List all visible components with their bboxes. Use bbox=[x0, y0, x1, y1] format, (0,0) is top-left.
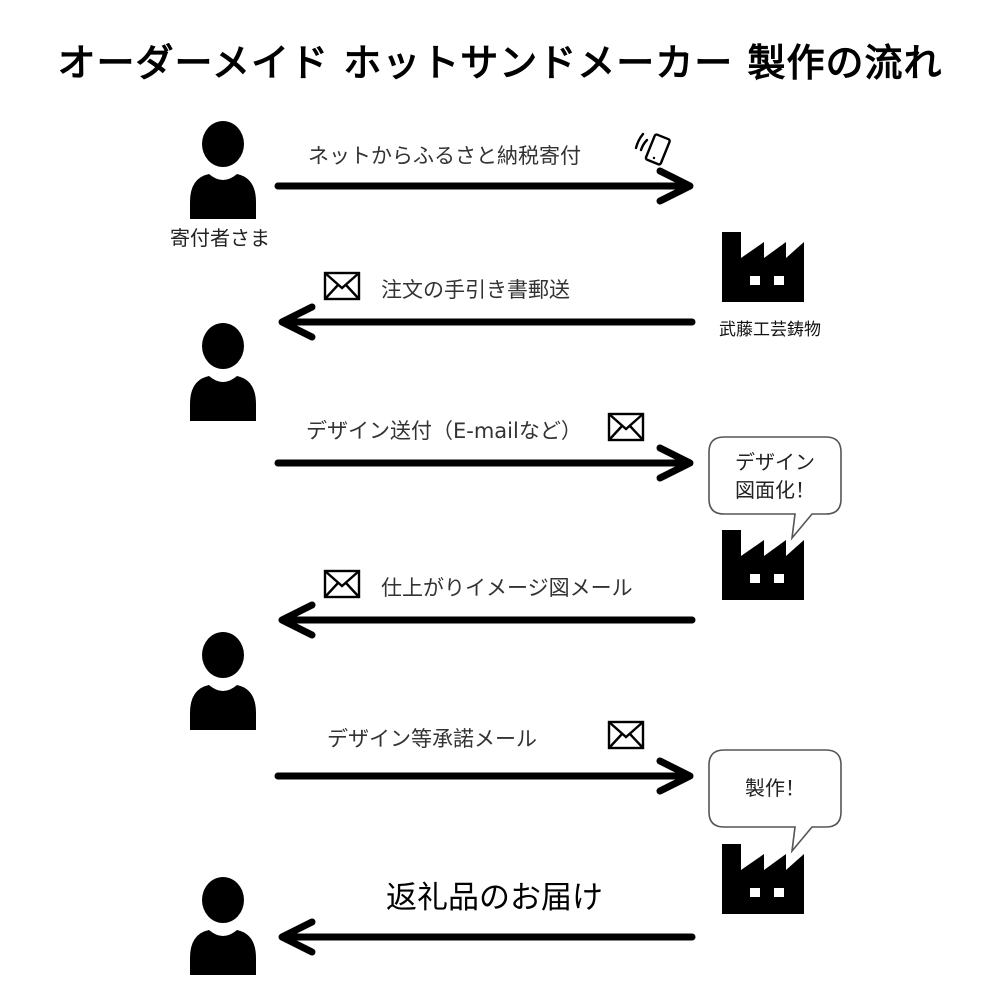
step-label-preview-mail: 仕上がりイメージ図メール bbox=[381, 576, 633, 600]
donor-person-icon bbox=[190, 121, 256, 219]
arrow-left bbox=[278, 601, 696, 639]
arrow-left bbox=[278, 303, 696, 341]
speech-bubble-production bbox=[708, 749, 842, 854]
step-label-design-send: デザイン送付（E-mailなど） bbox=[306, 419, 582, 443]
bubble-design-text: デザイン 図面化！ bbox=[709, 448, 841, 504]
donor-person-icon bbox=[190, 877, 256, 975]
factory-icon bbox=[722, 232, 804, 302]
factory-icon bbox=[722, 844, 804, 914]
bubble-production-text: 製作！ bbox=[709, 774, 841, 802]
speech-bubble-design bbox=[708, 436, 842, 541]
envelope-icon bbox=[607, 720, 645, 750]
step-label-approval-mail: デザイン等承諾メール bbox=[327, 727, 537, 751]
step-label-donation: ネットからふるさと納税寄付 bbox=[308, 144, 581, 168]
donor-person-icon bbox=[190, 632, 256, 730]
donor-person-icon bbox=[190, 323, 256, 421]
step-label-guide-mail: 注文の手引き書郵送 bbox=[381, 278, 570, 302]
envelope-icon bbox=[323, 569, 361, 599]
arrow-right bbox=[274, 444, 694, 482]
arrow-left bbox=[278, 918, 696, 956]
donor-label: 寄付者さま bbox=[170, 226, 270, 250]
page-title: オーダーメイド ホットサンドメーカー 製作の流れ bbox=[57, 41, 943, 85]
arrow-right bbox=[274, 757, 694, 795]
step-label-delivery: 返礼品のお届け bbox=[386, 880, 603, 916]
maker-label: 武藤工芸鋳物 bbox=[719, 320, 821, 340]
bubble-production-line1: 製作！ bbox=[745, 776, 805, 800]
bubble-design-line2: 図面化！ bbox=[735, 478, 815, 502]
factory-icon bbox=[722, 530, 804, 600]
arrow-right bbox=[274, 167, 694, 205]
envelope-icon bbox=[607, 412, 645, 442]
envelope-icon bbox=[323, 271, 361, 301]
smartphone-icon bbox=[634, 132, 671, 166]
bubble-design-line1: デザイン bbox=[735, 450, 815, 474]
